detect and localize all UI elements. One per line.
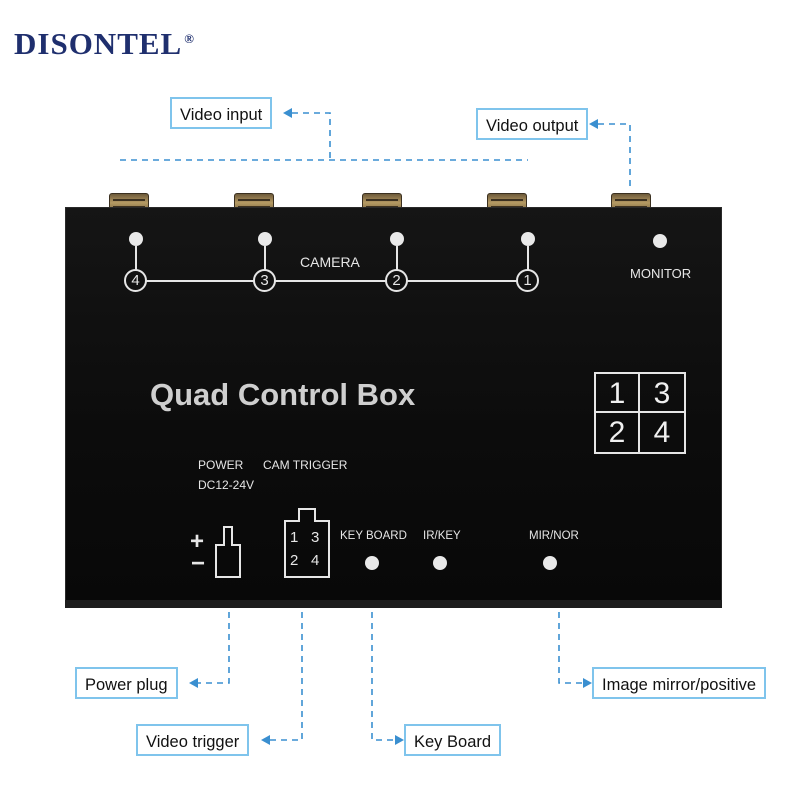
image-mirror-callout: Image mirror/positive xyxy=(592,667,767,699)
power-plug-callout: Power plug xyxy=(75,667,178,699)
power-plug-icon xyxy=(215,526,241,578)
quad-layout-icon: 1 3 2 4 xyxy=(594,372,686,454)
key-board-callout: Key Board xyxy=(404,724,502,756)
quad-cell-1: 1 xyxy=(596,374,640,413)
camera-2-led xyxy=(390,232,404,246)
camera-bus-line xyxy=(135,280,529,282)
video-output-arrow xyxy=(589,119,598,129)
camera-3-stem xyxy=(264,246,266,280)
power-label: POWER xyxy=(198,458,244,472)
brand-name: DISONTEL xyxy=(14,26,183,61)
monitor-label: MONITOR xyxy=(630,266,692,281)
power-plug-arrow xyxy=(189,678,198,688)
camera-1-stem xyxy=(527,246,529,280)
video-trigger-leader xyxy=(270,612,303,741)
camera-number-2: 2 xyxy=(385,269,408,292)
quad-cell-4: 4 xyxy=(653,416,671,449)
video-output-callout: Video output xyxy=(476,108,589,140)
video-trigger-callout: Video trigger xyxy=(136,724,250,756)
device-title: Quad Control Box xyxy=(150,377,416,412)
camera-number-1: 1 xyxy=(516,269,539,292)
camera-1-led xyxy=(521,232,535,246)
camera-4-led xyxy=(129,232,143,246)
key-board-button[interactable] xyxy=(365,556,379,570)
quad-control-box: 4 3 2 1 CAMERA MONITOR Quad Control Box … xyxy=(65,207,722,608)
trigger-num-2: 2 xyxy=(290,552,299,569)
mir-nor-label: MIR/NOR xyxy=(529,530,579,542)
video-input-callout: Video input xyxy=(170,97,273,129)
video-output-leader xyxy=(598,123,631,190)
camera-3-led xyxy=(258,232,272,246)
camera-label: CAMERA xyxy=(300,254,360,270)
registered-mark: ® xyxy=(184,30,195,46)
ir-key-label: IR/KEY xyxy=(423,530,461,542)
image-mirror-leader xyxy=(558,612,583,684)
camera-number-3: 3 xyxy=(253,269,276,292)
quad-cell-2: 2 xyxy=(596,413,640,452)
key-board-arrow xyxy=(395,735,404,745)
trigger-num-4: 4 xyxy=(311,552,320,569)
camera-2-stem xyxy=(396,246,398,280)
box-bottom-edge xyxy=(65,600,722,608)
camera-4-stem xyxy=(135,246,137,280)
cam-trigger-label: CAM TRIGGER xyxy=(263,458,348,472)
video-input-leader xyxy=(292,112,331,160)
image-mirror-arrow xyxy=(583,678,592,688)
minus-sign: − xyxy=(191,550,206,577)
key-board-leader xyxy=(371,612,395,741)
monitor-led xyxy=(653,234,667,248)
plus-sign: + xyxy=(190,528,205,555)
camera-number-4: 4 xyxy=(124,269,147,292)
trigger-num-1: 1 xyxy=(290,529,299,546)
brand-logo: DISONTEL® xyxy=(14,26,195,62)
mir-nor-button[interactable] xyxy=(543,556,557,570)
trigger-connector-icon xyxy=(284,508,330,578)
power-plug-leader xyxy=(198,612,230,684)
power-spec-label: DC12-24V xyxy=(198,478,255,492)
video-input-arrow xyxy=(283,108,292,118)
trigger-num-3: 3 xyxy=(311,529,320,546)
video-trigger-arrow xyxy=(261,735,270,745)
ir-key-button[interactable] xyxy=(433,556,447,570)
quad-cell-3: 3 xyxy=(640,374,684,413)
key-board-label: KEY BOARD xyxy=(340,530,407,542)
